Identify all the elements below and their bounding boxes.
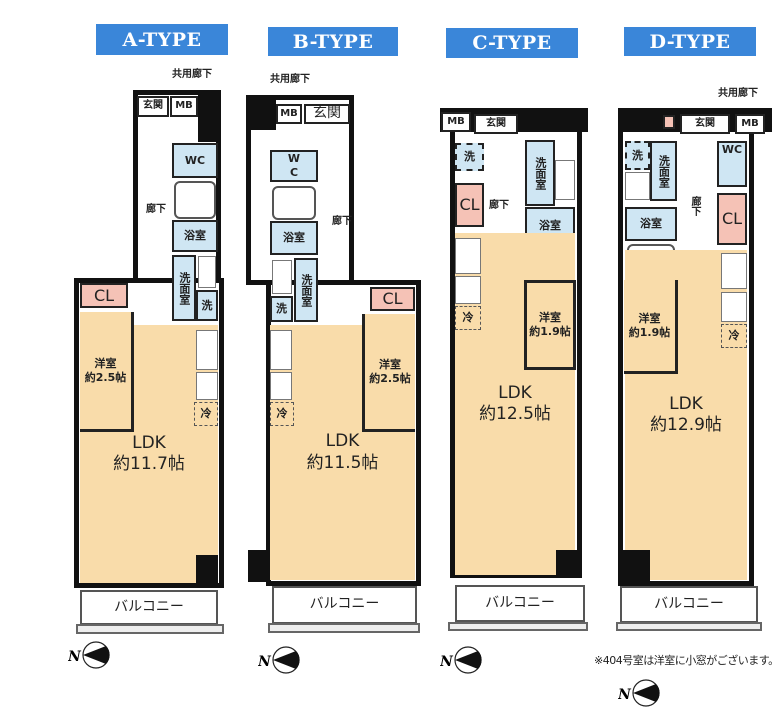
plan-title-c: C-TYPE (446, 28, 578, 58)
room-404-note: ※404号室は洋室に小窓がございます。 (594, 654, 775, 667)
meter-box: MB (170, 96, 198, 117)
wash-basin (625, 172, 650, 200)
wash-basin (198, 256, 216, 288)
closet: CL (455, 183, 484, 227)
kitchen-sink (721, 292, 747, 322)
bathroom: 浴室 (625, 207, 677, 241)
washroom: 洗面室 (650, 141, 677, 201)
toilet-room: WC (172, 143, 218, 178)
plan-title-b: B-TYPE (268, 27, 398, 56)
plan-title-d: D-TYPE (624, 27, 756, 56)
breaker-panel (663, 115, 675, 129)
north-compass-icon: N (618, 679, 660, 707)
column (556, 550, 578, 578)
compass-n-label: N (68, 649, 82, 665)
fridge-space: 冷 (270, 402, 294, 426)
washer-space: 洗 (455, 143, 484, 171)
wall-block (198, 92, 218, 142)
north-compass-icon: N (440, 646, 482, 674)
toilet-room: WC (717, 141, 747, 187)
hallway-label: 廊下 (689, 196, 700, 216)
balcony: バルコニー (272, 586, 417, 624)
balcony: バルコニー (455, 585, 585, 622)
common-corridor-label: 共用廊下 (270, 74, 310, 85)
entrance: 玄関 (680, 114, 730, 134)
washer-space: 洗 (625, 141, 650, 170)
washroom: 洗面室 (172, 255, 196, 321)
wash-basin (555, 160, 575, 200)
kitchen-sink (455, 276, 481, 304)
kitchen-sink (196, 372, 218, 400)
hallway-label: 廊下 (146, 204, 166, 215)
kitchen-stove (455, 238, 481, 274)
column (196, 555, 218, 585)
closet: CL (370, 287, 415, 311)
north-compass-icon: N (258, 646, 300, 674)
washroom: 洗面室 (294, 258, 318, 322)
meter-box: MB (441, 112, 471, 132)
fridge-space: 冷 (194, 402, 218, 426)
western-room: 洋室 約1.9帖 (524, 280, 576, 370)
wall-block (248, 95, 276, 130)
western-room: 洋室 約1.9帖 (624, 280, 678, 374)
bathroom: 浴室 (270, 221, 318, 255)
compass-n-label: N (258, 654, 272, 670)
bathtub (174, 181, 216, 219)
entrance: 玄関 (137, 96, 169, 117)
compass-n-label: N (618, 687, 632, 703)
balcony-railing (268, 623, 420, 633)
washroom: 洗面室 (525, 140, 555, 206)
closet: CL (717, 193, 747, 245)
washer-space: 洗 (270, 296, 293, 322)
bathroom: 浴室 (172, 220, 218, 252)
hallway-label: 廊下 (332, 216, 352, 227)
balcony: バルコニー (80, 590, 218, 625)
hallway-label: 廊下 (489, 200, 509, 211)
bathtub (272, 186, 316, 220)
fridge-space: 冷 (455, 306, 481, 330)
meter-box: MB (276, 104, 302, 124)
kitchen-stove (270, 330, 292, 370)
balcony: バルコニー (620, 586, 758, 623)
meter-box: MB (735, 114, 765, 134)
fridge-space: 冷 (721, 324, 747, 348)
washer-space: 洗 (196, 290, 218, 321)
wash-basin (272, 260, 292, 294)
western-room: 洋室 約2.5帖 (80, 312, 134, 432)
column (248, 550, 270, 582)
plan-title-a: A-TYPE (96, 24, 228, 55)
entrance: 玄関 (304, 104, 350, 124)
western-room: 洋室 約2.5帖 (362, 314, 415, 432)
closet: CL (80, 283, 128, 308)
column (620, 550, 650, 585)
balcony-railing (76, 624, 224, 634)
kitchen-stove (721, 253, 747, 289)
common-corridor-label: 共用廊下 (718, 88, 758, 99)
balcony-railing (448, 622, 588, 631)
common-corridor-label: 共用廊下 (172, 69, 212, 80)
entrance: 玄関 (474, 114, 518, 134)
toilet-room: W C (270, 150, 318, 182)
balcony-railing (616, 622, 762, 631)
north-compass-icon: N (68, 641, 110, 669)
kitchen-sink (270, 372, 292, 400)
kitchen-stove (196, 330, 218, 370)
compass-n-label: N (440, 654, 454, 670)
